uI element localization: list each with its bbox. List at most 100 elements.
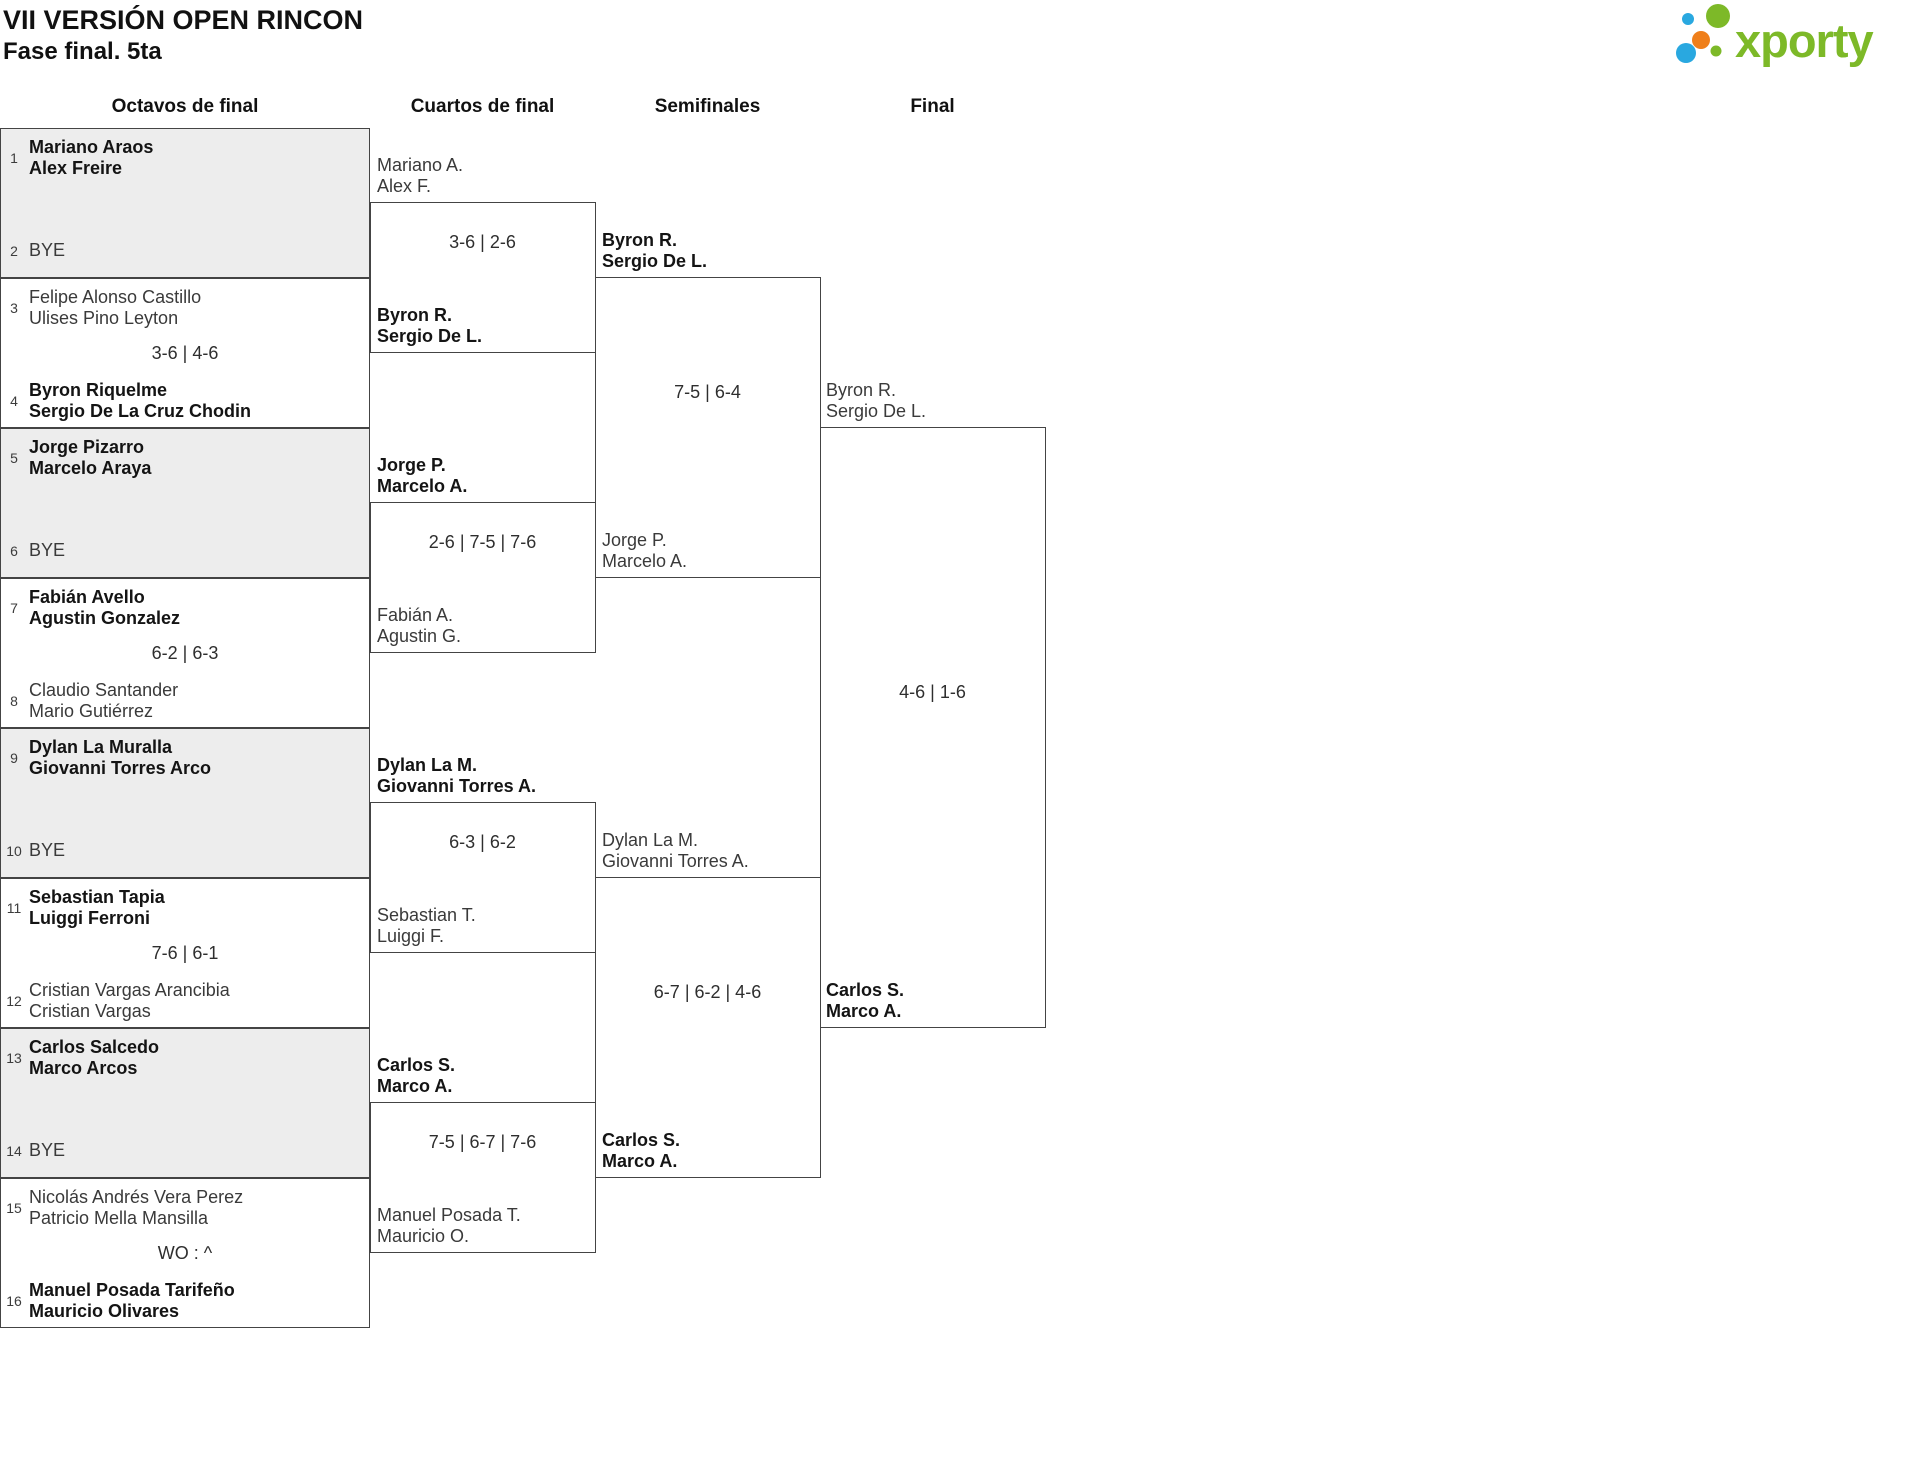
team-name: Nicolás Andrés Vera Perez — [29, 1187, 244, 1207]
logo-dot-blue-small — [1682, 13, 1694, 25]
sf2-score: 6-7 | 6-2 | 4-6 — [653, 982, 762, 1002]
team-name: Dylan La Muralla — [29, 737, 173, 757]
seed-number: 11 — [6, 900, 22, 916]
match-score: 6-2 | 6-3 — [151, 643, 219, 663]
team-name: Carlos S. — [602, 1130, 681, 1150]
logo-dot-blue-medium — [1676, 43, 1696, 63]
team-name: Felipe Alonso Castillo — [29, 287, 202, 307]
round-header-cuartos: Cuartos de final — [410, 96, 555, 117]
qf4-team-top: Carlos S.Marco A. — [377, 1055, 455, 1097]
match-slot-bottom: 14 BYE — [4, 1140, 65, 1161]
team-name: Sergio De L. — [602, 251, 708, 271]
match-score: 7-6 | 6-1 — [151, 943, 219, 963]
team-name: Fabián A. — [377, 605, 454, 625]
team-name: Giovanni Torres Arco — [29, 758, 212, 778]
seed-number: 12 — [6, 993, 22, 1009]
team-name: Mauricio O. — [377, 1226, 470, 1246]
team-name: Giovanni Torres A. — [602, 851, 749, 871]
team-name: Dylan La M. — [377, 755, 478, 775]
team-name: Marcelo Araya — [29, 458, 152, 478]
match-slot-bottom: 6 BYE — [4, 540, 65, 561]
team-name: Luiggi Ferroni — [29, 908, 150, 928]
sf2-team-top: Dylan La M.Giovanni Torres A. — [602, 830, 749, 872]
team-name: Manuel Posada Tarifeño — [29, 1280, 235, 1300]
qf4-team-bottom: Manuel Posada T.Mauricio O. — [377, 1205, 521, 1247]
team-name: Fabián Avello — [29, 587, 145, 607]
round-header-semifinales: Semifinales — [654, 96, 761, 117]
sf1-team-top: Byron R.Sergio De L. — [602, 230, 707, 272]
match-slot-bottom: 2 BYE — [4, 240, 65, 261]
qf3-score: 6-3 | 6-2 — [449, 832, 516, 852]
team-name: Sergio De L. — [826, 401, 927, 421]
qf1-team-bottom: Byron R.Sergio De L. — [377, 305, 482, 347]
team-name: Mario Gutiérrez — [29, 701, 154, 721]
seed-number: 1 — [10, 150, 18, 166]
bye-label: BYE — [29, 840, 66, 860]
match-score: 3-6 | 4-6 — [151, 343, 219, 363]
seed-number: 2 — [10, 242, 18, 259]
bye-label: BYE — [29, 1140, 66, 1160]
team-name: Carlos S. — [826, 980, 905, 1000]
team-name: Byron Riquelme — [29, 380, 168, 400]
team-name: Claudio Santander — [29, 680, 179, 700]
seed-number: 7 — [10, 600, 18, 616]
team-name: Cristian Vargas Arancibia — [29, 980, 230, 1000]
title-block: VII VERSIÓN OPEN RINCON Fase final. 5ta — [3, 4, 363, 67]
round-header-final: Final — [910, 96, 955, 117]
qf2-team-top: Jorge P.Marcelo A. — [377, 455, 467, 497]
final-match-box — [820, 427, 1046, 1028]
sf1-score: 7-5 | 6-4 — [674, 382, 741, 402]
final-team-bottom-champion: Carlos S.Marco A. — [826, 980, 904, 1022]
team-name: Sebastian Tapia — [29, 887, 165, 907]
logo-dot-orange — [1692, 31, 1710, 49]
seed-number: 13 — [6, 1050, 22, 1066]
team-name: Cristian Vargas — [29, 1001, 151, 1021]
match-slot-bottom: 10 BYE — [4, 840, 65, 861]
team-name: Alex F. — [377, 176, 432, 196]
logo-text: xporty — [1735, 14, 1874, 67]
sf1-team-bottom: Jorge P.Marcelo A. — [602, 530, 687, 572]
qf1-score: 3-6 | 2-6 — [449, 232, 516, 252]
team-name: Carlos Salcedo — [29, 1037, 160, 1057]
seed-number: 14 — [6, 1142, 22, 1159]
team-name: Jorge P. — [377, 455, 446, 475]
seed-number: 16 — [6, 1293, 22, 1309]
round-header-octavos: Octavos de final — [111, 96, 259, 117]
seed-number: 6 — [10, 542, 18, 559]
team-name: Jorge P. — [602, 530, 667, 550]
seed-number: 3 — [10, 300, 18, 316]
team-name: Dylan La M. — [602, 830, 699, 850]
team-name: Agustin G. — [377, 626, 462, 646]
team-name: Marco A. — [826, 1001, 902, 1021]
page-title: VII VERSIÓN OPEN RINCON — [3, 5, 364, 35]
sf2-team-bottom: Carlos S.Marco A. — [602, 1130, 680, 1172]
team-name: Carlos S. — [377, 1055, 456, 1075]
qf3-team-top: Dylan La M.Giovanni Torres A. — [377, 755, 536, 797]
team-name: Byron R. — [826, 380, 897, 400]
team-name: Agustin Gonzalez — [29, 608, 181, 628]
qf4-score: 7-5 | 6-7 | 7-6 — [428, 1132, 537, 1152]
team-name: Luiggi F. — [377, 926, 445, 946]
team-name: Giovanni Torres A. — [377, 776, 537, 796]
bye-label: BYE — [29, 240, 66, 260]
team-name: Marco Arcos — [29, 1058, 138, 1078]
xporty-logo[interactable]: xporty — [1665, 2, 1915, 74]
match-score: WO : ^ — [157, 1243, 213, 1263]
seed-number: 9 — [10, 750, 18, 766]
team-name: Ulises Pino Leyton — [29, 308, 179, 328]
logo-dot-green-large — [1706, 4, 1730, 28]
